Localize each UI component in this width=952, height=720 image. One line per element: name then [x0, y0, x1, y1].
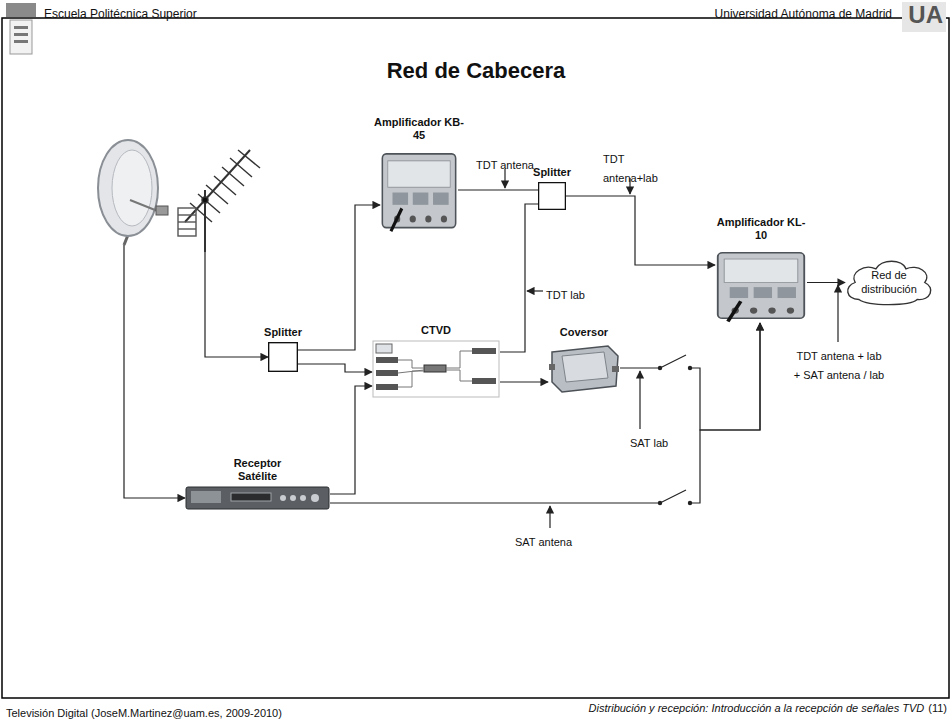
- device-drawing: [538, 182, 566, 210]
- distribution-cloud: Red de distribución: [842, 257, 936, 308]
- device-label-wrap: Splitter: [522, 166, 582, 179]
- output-signal-label-wrap: TDT antena + lab + SAT antena / lab: [793, 345, 885, 383]
- university-name-wrap: Universidad Autónoma de Madrid: [715, 3, 892, 22]
- signal-label-wrap: TDT lab: [546, 284, 585, 303]
- signal-label: SAT antena: [515, 536, 572, 548]
- dish-cable: [124, 245, 185, 498]
- amplifier: Amplificador KL-10: [715, 245, 807, 323]
- signal-connector: [566, 196, 715, 265]
- device-drawing: [185, 486, 330, 510]
- leader-arrow: [527, 290, 543, 291]
- leader-arrow: [837, 285, 838, 342]
- leader-arrow: [549, 506, 550, 528]
- signal-connector: [330, 386, 372, 494]
- school-logo: [6, 3, 36, 54]
- converter: Coversor: [548, 342, 620, 394]
- device-label-wrap: CTVD: [406, 324, 466, 337]
- slide-frame: [2, 18, 949, 698]
- signal-connector: [298, 205, 380, 350]
- device-label: Receptor Satélite: [223, 457, 293, 483]
- university-logo-box: [902, 2, 946, 32]
- switch-symbol: [658, 490, 691, 505]
- university-logo-text-wrap: UA: [908, 1, 943, 30]
- signal-connector: [458, 189, 538, 190]
- device-label: Amplificador KB-45: [373, 116, 465, 142]
- splitter-box: Splitter: [538, 182, 566, 210]
- university-logo-text: UA: [908, 1, 943, 28]
- footer-page: (11): [928, 702, 947, 714]
- device-label-wrap: Coversor: [549, 326, 619, 339]
- switch-symbol: [658, 355, 691, 370]
- device-drawing: [548, 342, 620, 394]
- slide-title: Red de Cabecera: [0, 58, 952, 84]
- device-label: Splitter: [522, 166, 582, 179]
- signal-connector: [500, 204, 538, 352]
- signal-connector: [807, 282, 845, 283]
- footer-right: Distribución y recepción: Introducción a…: [589, 702, 947, 714]
- signal-connector: [500, 381, 548, 382]
- splitter-box: Splitter: [268, 342, 298, 372]
- amplifier: Amplificador KB-45: [380, 145, 458, 233]
- signal-label: TDT antena+lab: [603, 153, 658, 184]
- device-label: Splitter: [253, 326, 313, 339]
- signal-label: TDT antena: [476, 159, 534, 171]
- antenna-cable: [205, 252, 268, 357]
- footer-course: Televisión Digital (JoseM.Martinez@uam.e…: [6, 707, 282, 719]
- title-text: Red de Cabecera: [387, 58, 566, 83]
- output-signal-label: TDT antena + lab + SAT antena / lab: [794, 350, 884, 381]
- satellite-dish: [98, 140, 168, 245]
- university-name: Universidad Autónoma de Madrid: [715, 7, 892, 21]
- device-label: CTVD: [406, 324, 466, 337]
- leader-arrow: [639, 371, 640, 429]
- ctvd-bench: CTVD: [372, 340, 500, 398]
- device-label: Coversor: [549, 326, 619, 339]
- signal-label-wrap: SAT lab: [630, 432, 668, 451]
- signal-connector: [330, 323, 760, 503]
- cloud-text: Red de distribución: [857, 269, 921, 295]
- school-name-wrap: Escuela Politécnica Superior: [44, 3, 197, 22]
- device-label-wrap: Amplificador KB-45: [373, 116, 465, 142]
- school-name: Escuela Politécnica Superior: [44, 7, 197, 21]
- footer-course-wrap: Televisión Digital (JoseM.Martinez@uam.e…: [6, 702, 282, 720]
- device-drawing: [372, 340, 500, 398]
- device-drawing: [380, 145, 458, 233]
- signal-label: TDT lab: [546, 289, 585, 301]
- signal-label-wrap: TDT antena+lab: [603, 148, 665, 186]
- satellite-receiver: Receptor Satélite: [185, 486, 330, 510]
- footer-topic: Distribución y recepción: Introducción a…: [589, 702, 925, 714]
- yagi-antenna: [178, 150, 260, 252]
- signal-label-wrap: SAT antena: [515, 531, 572, 550]
- signal-label: SAT lab: [630, 437, 668, 449]
- device-label-wrap: Splitter: [253, 326, 313, 339]
- leader-arrow: [504, 169, 505, 188]
- device-drawing: [715, 245, 807, 323]
- device-drawing: [268, 342, 298, 372]
- signal-connector: [298, 364, 372, 372]
- device-label: Amplificador KL-10: [715, 216, 807, 242]
- signal-label-wrap: TDT antena: [476, 154, 534, 173]
- signal-connector: [620, 323, 760, 430]
- device-label-wrap: Amplificador KL-10: [715, 216, 807, 242]
- device-label-wrap: Receptor Satélite: [223, 457, 293, 483]
